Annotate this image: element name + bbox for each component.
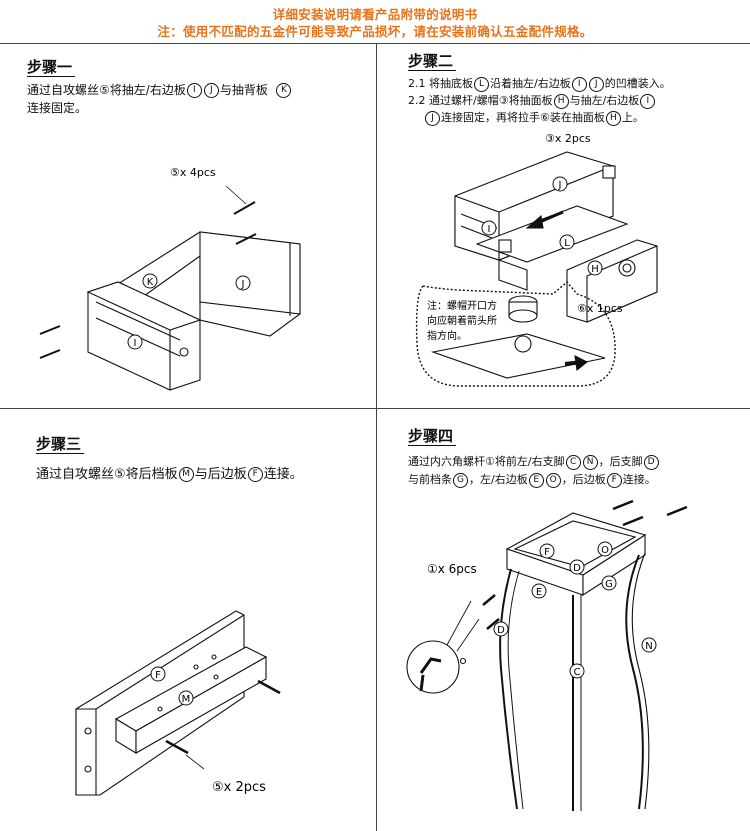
step3-part-f-label: F <box>155 670 161 681</box>
step2-part-j-label: J <box>558 180 562 191</box>
step4-part-g-label: G <box>605 579 613 590</box>
step4-part-c-label: C <box>574 667 581 678</box>
step2-part-l-label: L <box>564 238 570 249</box>
step1-title: 步骤一 <box>27 58 73 76</box>
header-notice-line2: 注：使用不匹配的五金件可能导致产品损坏，请在安装前确认五金配件规格。 <box>157 24 593 39</box>
step2-handle-label: ⑥x 1pcs <box>577 302 623 315</box>
vertical-divider <box>376 43 377 831</box>
step1-drawer-frame-diagram: ⑤x 4pcs K J I <box>39 166 301 391</box>
step1-title-underline <box>27 76 75 77</box>
step2-drawer-diagram: ③x 2pcs ⑥x 1pcs 注：螺帽开口方 向应朝着箭头所 指方向。 J I… <box>415 132 658 387</box>
step2-note-line3: 指方向。 <box>427 329 467 342</box>
step4-bolt-label: ①x 6pcs <box>427 562 477 576</box>
step4-part-e-label: E <box>536 587 542 598</box>
step3-screw-label: ⑤x 2pcs <box>212 780 266 795</box>
step3-title: 步骤三 <box>36 435 82 453</box>
step2-title: 步骤二 <box>408 52 454 70</box>
middle-divider <box>0 408 750 409</box>
step4-part-o-label: O <box>601 545 609 556</box>
step4-part-f-label: F <box>544 547 550 558</box>
step1-screw-label: ⑤x 4pcs <box>170 166 216 179</box>
step2-part-i-label: I <box>488 224 491 235</box>
step1-part-k-label: K <box>147 277 154 288</box>
step3-part-m-label: M <box>182 694 191 705</box>
step4-part-n-label: N <box>645 641 652 652</box>
step2-note-line2: 向应朝着箭头所 <box>427 314 497 327</box>
header-notice-line1: 详细安装说明请看产品附带的说明书 <box>272 7 478 22</box>
top-divider <box>0 43 750 44</box>
step2-screw-label: ③x 2pcs <box>545 132 591 145</box>
step4-part-d-label: D <box>573 563 581 574</box>
step4-title-underline <box>408 445 456 446</box>
step3-back-panel-diagram: ⑤x 2pcs F M <box>75 610 281 796</box>
step1-instruction-line2: 连接固定。 <box>27 101 88 115</box>
step1-part-i-label: I <box>134 338 137 349</box>
step2-note-line1: 注：螺帽开口方 <box>427 299 497 312</box>
step2-part-h-label: H <box>591 264 599 275</box>
step1-part-j-label: J <box>241 279 245 290</box>
step3-title-underline <box>36 453 84 454</box>
step2-title-underline <box>408 70 456 71</box>
step4-frame-diagram: ①x 6pcs F O D G E D C N <box>406 499 688 811</box>
step4-title: 步骤四 <box>408 427 454 445</box>
step4-part-d-back-leg-label: D <box>497 625 505 636</box>
